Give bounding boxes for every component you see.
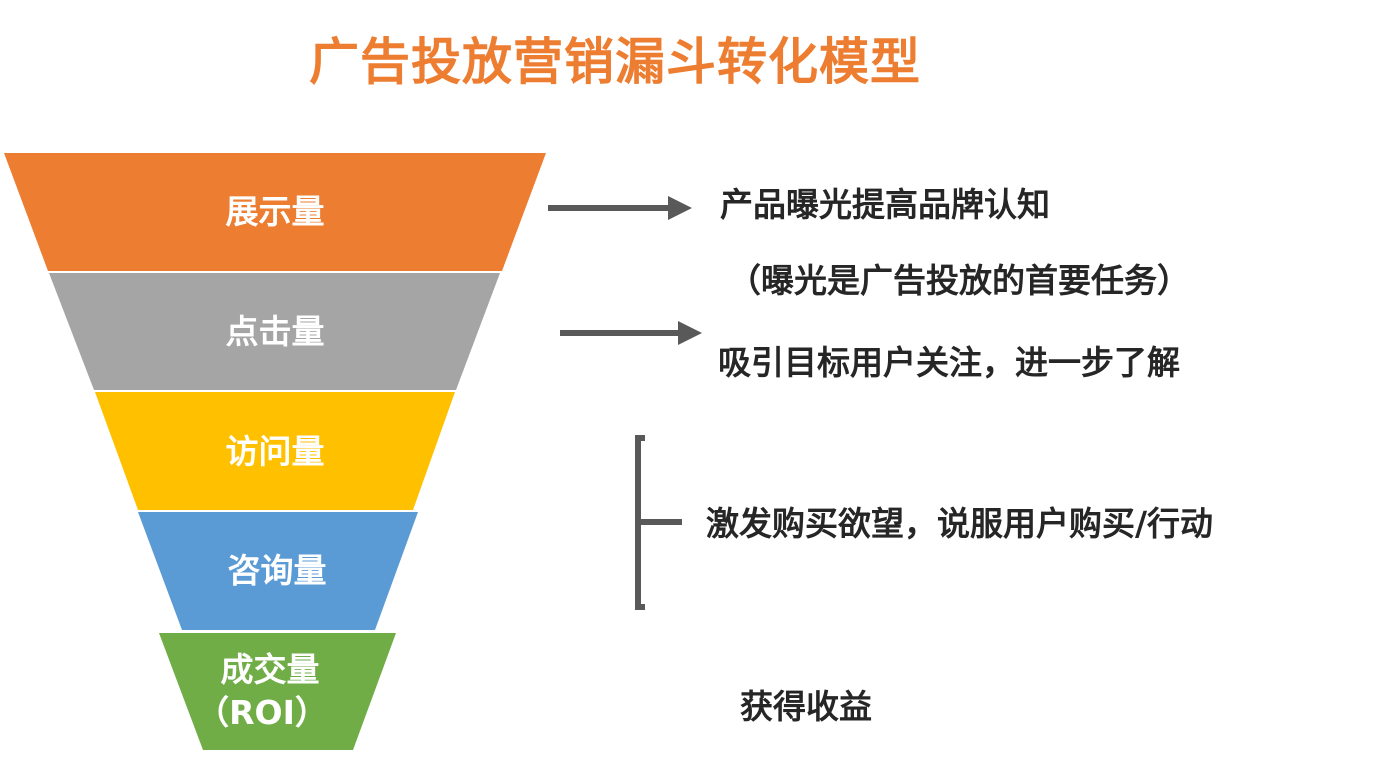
funnel-layer-1 [4, 153, 546, 271]
funnel-label-impressions: 展示量 [225, 192, 325, 231]
desc-click: 吸引目标用户关注，进一步了解 [718, 343, 1180, 382]
funnel-label-roi: （ROI） [196, 693, 328, 732]
funnel-layer-5 [159, 633, 396, 750]
bracket-connector [635, 435, 682, 610]
page-title: 广告投放营销漏斗转化模型 [309, 33, 921, 91]
desc-deal: 获得收益 [740, 687, 872, 726]
funnel-label-visits: 访问量 [225, 432, 325, 471]
desc-exposure: 产品曝光提高品牌认知 [720, 185, 1050, 224]
funnel-label-inquiries: 咨询量 [227, 551, 327, 590]
funnel-label-clicks: 点击量 [225, 312, 325, 351]
desc-visit-consult: 激发购买欲望，说服用户购买/行动 [706, 504, 1214, 543]
arrow-exposure [548, 196, 692, 220]
arrow-click [560, 321, 702, 345]
funnel-layer-3 [95, 392, 455, 510]
funnel-label-deals: 成交量 [220, 650, 320, 689]
funnel-layer-2 [49, 273, 500, 390]
funnel-layer-4 [138, 512, 418, 630]
desc-exposure-note: （曝光是广告投放的首要任务） [728, 261, 1190, 300]
